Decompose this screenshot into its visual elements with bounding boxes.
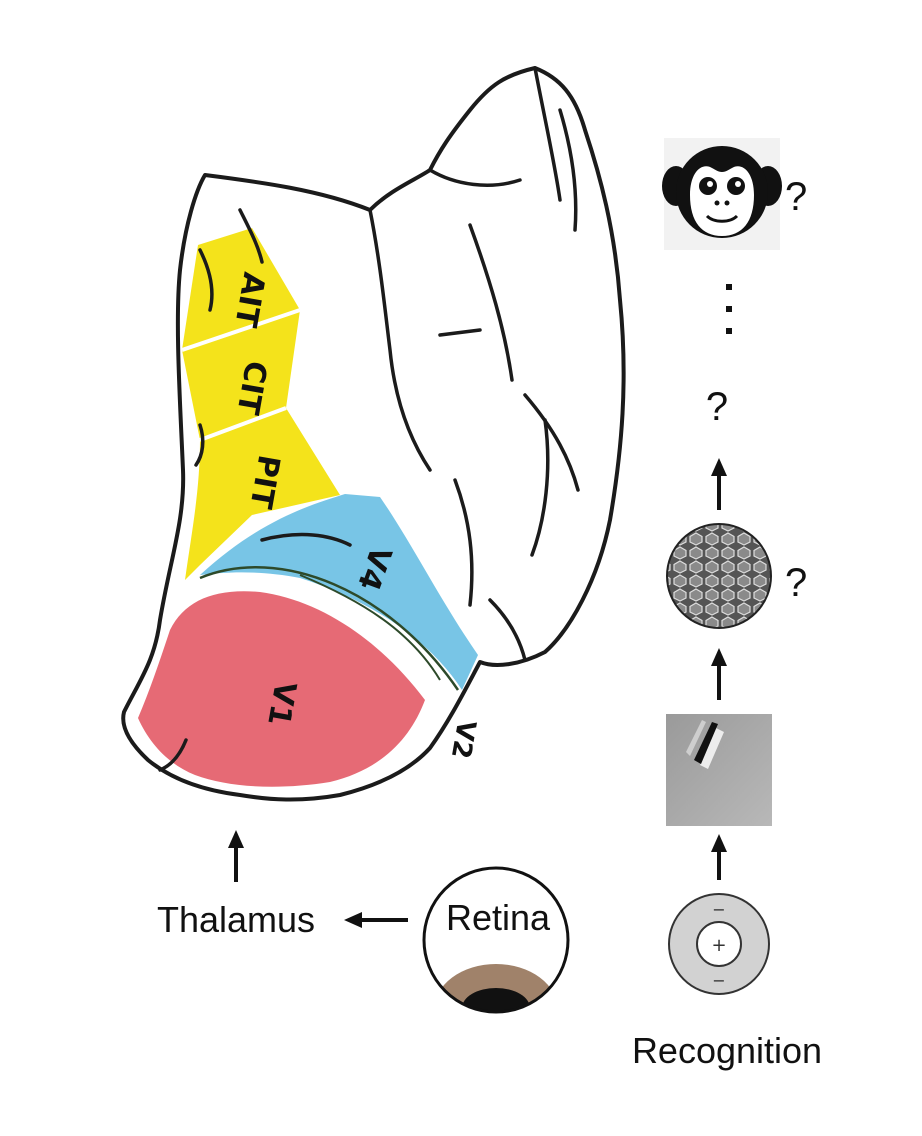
v1-region — [138, 591, 425, 787]
arrow-left-icon — [344, 912, 408, 928]
pit-region — [185, 408, 340, 580]
texture-question-mark: ? — [785, 561, 807, 605]
recognition-caption: Recognition — [632, 1030, 822, 1071]
cit-pit-divider — [199, 406, 287, 442]
v4-inner-line — [299, 574, 441, 681]
center-surround-receptive-field-icon — [668, 893, 770, 995]
surround-minus-bottom: − — [712, 971, 725, 990]
monkey-face-icon — [662, 138, 782, 250]
brain-sulci — [158, 66, 580, 772]
v2-label: V2 — [445, 718, 481, 761]
oriented-edge-filter-icon — [666, 714, 772, 826]
retina-eye-icon — [422, 866, 570, 1014]
v1-label: V1 — [260, 679, 302, 729]
input-pathway: Retina Thalamus — [157, 830, 570, 1014]
brain-diagram: AIT CIT PIT V4 V1 V2 — [121, 66, 626, 802]
upper-question-mark: ? — [706, 385, 728, 429]
arrow-up-icon — [711, 458, 727, 510]
retina-label: Retina — [446, 897, 551, 938]
vertical-ellipsis-icon — [726, 284, 732, 334]
monkey-question-mark: ? — [785, 175, 807, 219]
arrow-up-icon — [711, 834, 727, 880]
recognition-hierarchy: ? ? ? — [632, 138, 822, 1071]
v2-border-line — [199, 566, 460, 691]
ait-cit-divider — [181, 308, 301, 352]
center-plus: + — [711, 935, 726, 956]
cit-region — [182, 310, 300, 440]
hexagon-texture-icon — [666, 523, 772, 629]
surround-minus-top: − — [712, 900, 725, 919]
arrow-up-icon — [228, 830, 244, 882]
arrow-up-icon — [711, 648, 727, 700]
thalamus-label: Thalamus — [157, 899, 315, 940]
